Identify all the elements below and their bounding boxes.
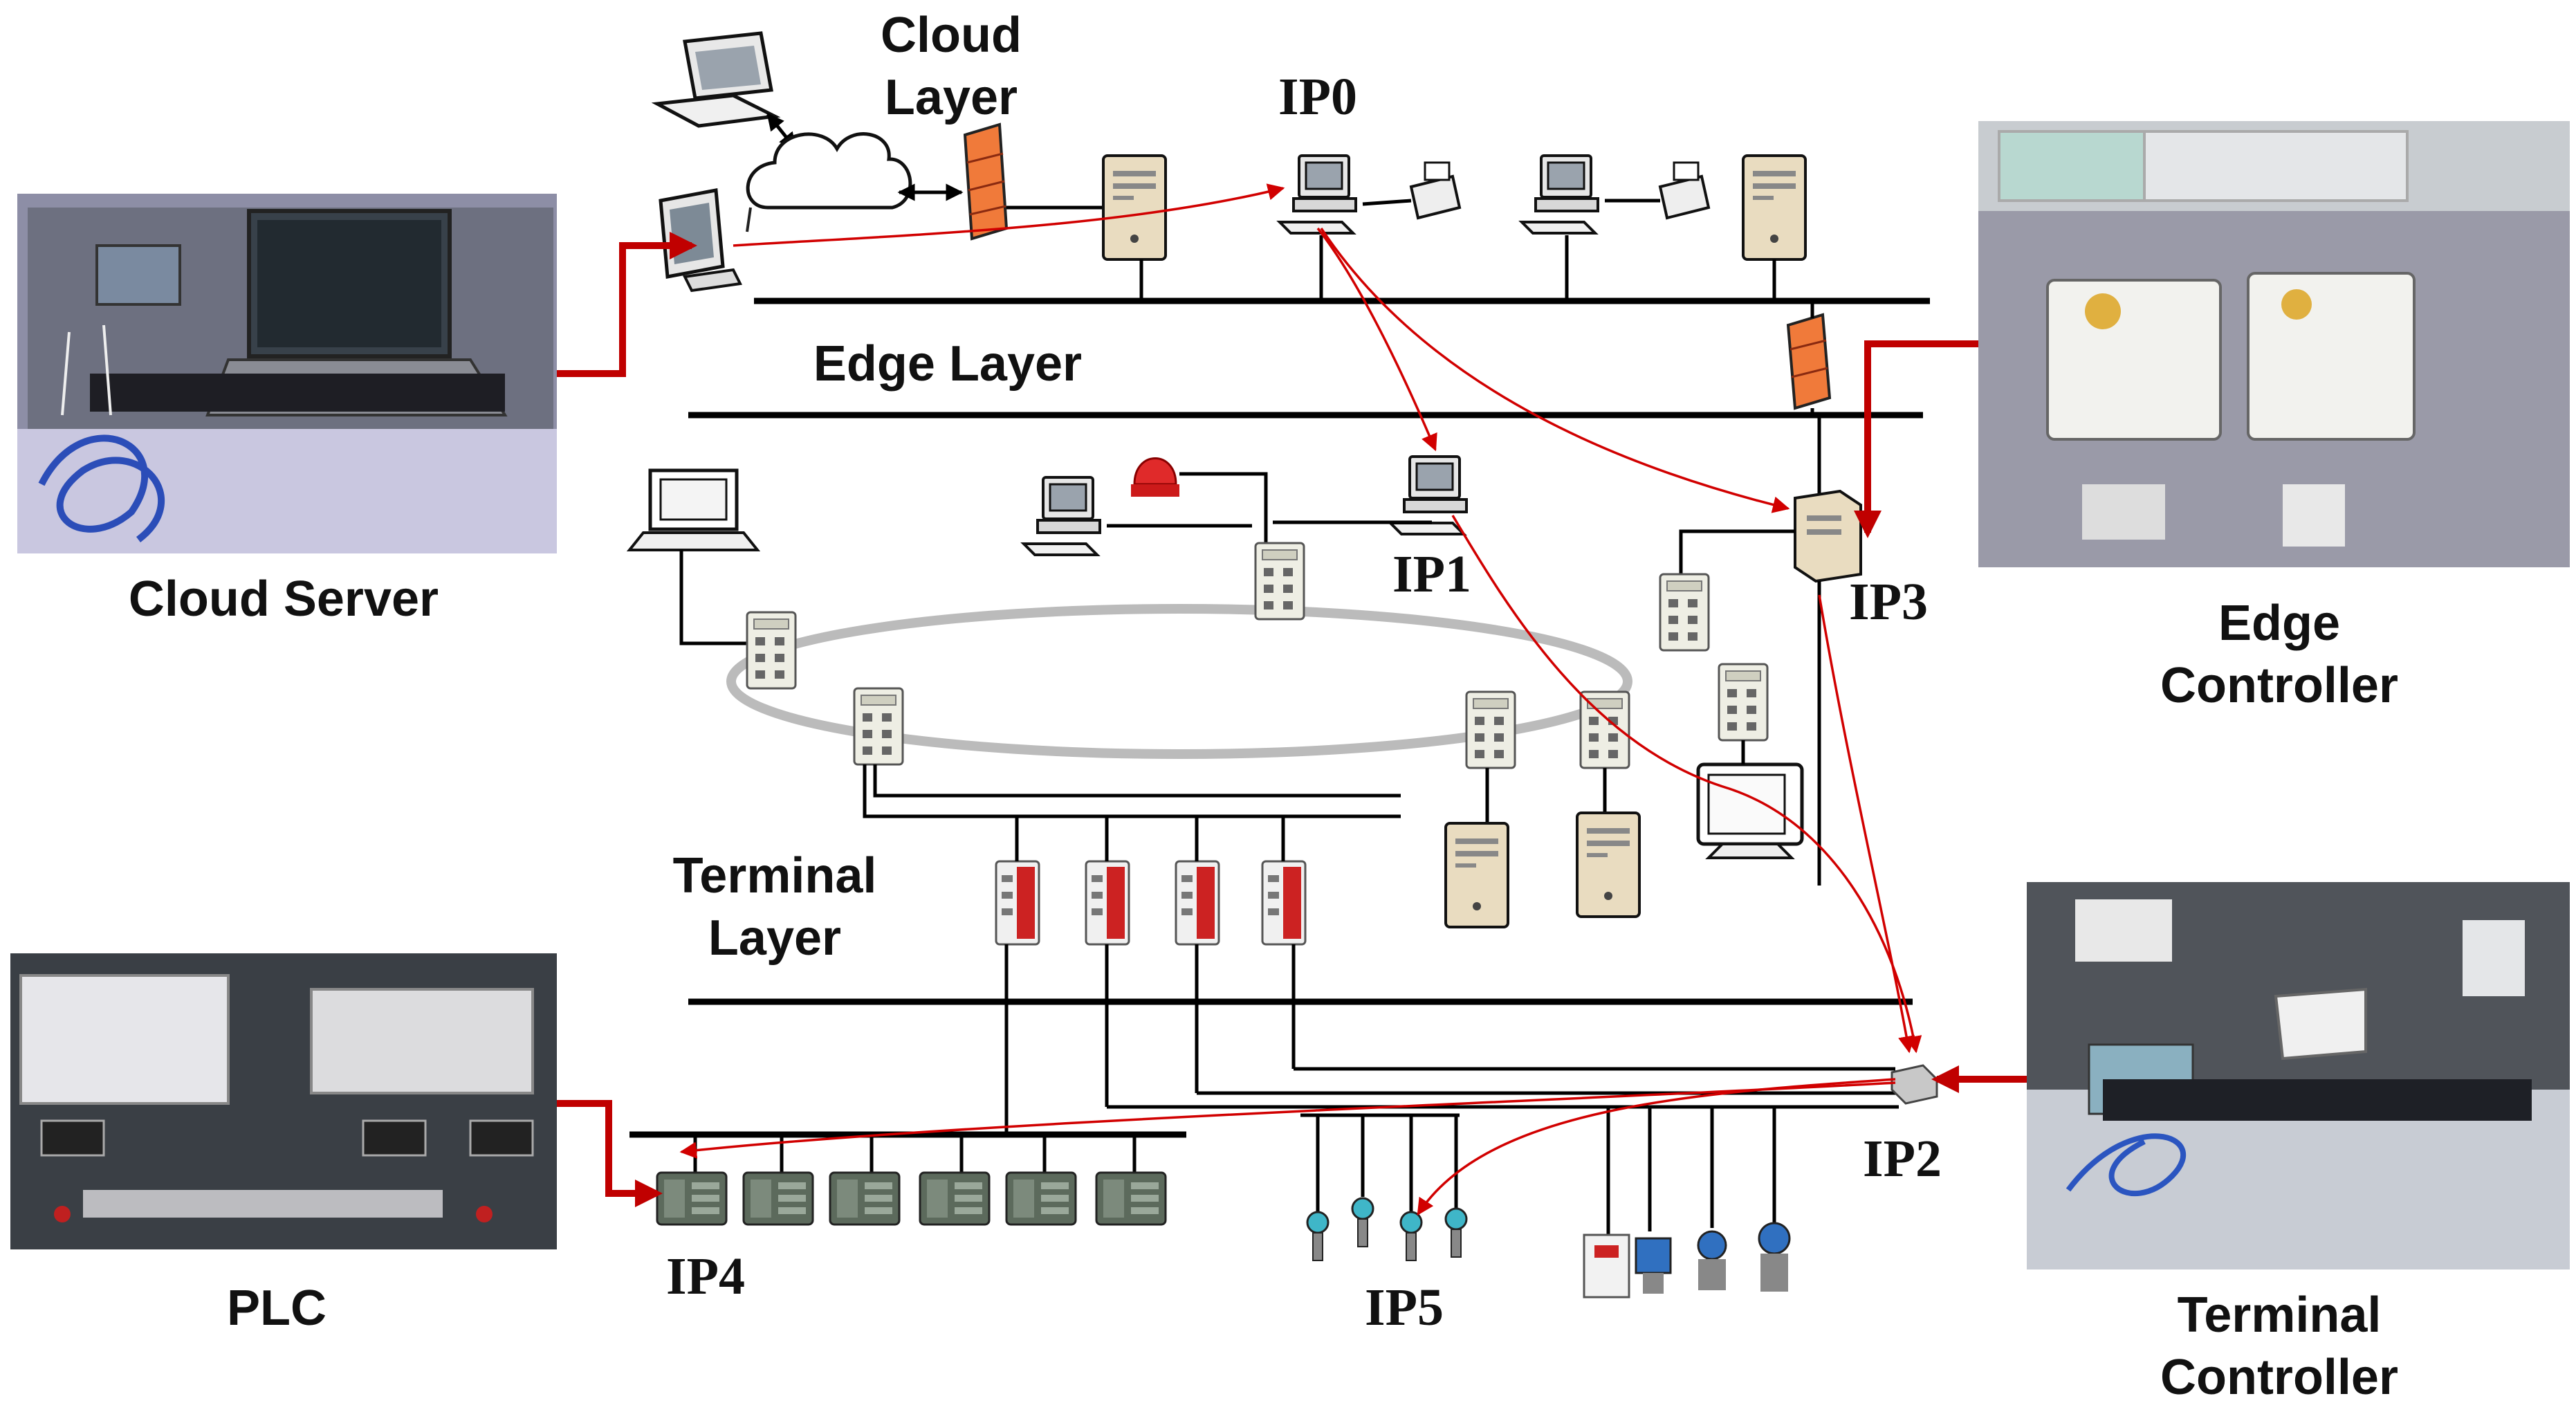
terminal-layer-label-line1: Terminal	[673, 848, 877, 904]
ip4-label: IP4	[666, 1247, 745, 1305]
cloud-server-label: Cloud Server	[129, 571, 439, 627]
valve-icon-2	[1697, 1230, 1727, 1290]
cloud-layer-label-line2: Layer	[885, 70, 1018, 125]
sensor-icon-3	[1399, 1211, 1423, 1262]
cloud-server-link-arrow	[557, 232, 697, 377]
plc-label: PLC	[227, 1281, 326, 1336]
terminal-controller-label-line1: Terminal	[2178, 1287, 2382, 1343]
edge-controller-label-line1: Edge	[2218, 596, 2340, 651]
valve-icon-3	[1758, 1222, 1791, 1292]
inverter-icon	[1583, 1234, 1630, 1299]
ring-switch-5	[1465, 690, 1516, 769]
ip2-switch-icon	[1890, 1064, 1938, 1105]
cloud-icon	[746, 132, 912, 210]
terminal-server-1	[1444, 822, 1509, 928]
sensor-icon-4	[1444, 1207, 1468, 1258]
terminal-layer-label-line2: Layer	[708, 910, 841, 966]
ip3-label: IP3	[1849, 573, 1928, 631]
ring-switch-2	[853, 687, 904, 766]
ip2-label: IP2	[1863, 1130, 1942, 1188]
edge-controller-link-arrow	[1854, 340, 1978, 538]
printer-icon-2	[1658, 161, 1711, 220]
plc-module-6	[1095, 1171, 1167, 1226]
workstation-icon	[626, 468, 761, 551]
edge-controller-photo	[1978, 121, 2570, 567]
crt-monitor-icon	[1696, 762, 1804, 859]
terminal-module-4	[1261, 860, 1307, 946]
plc-link-arrow	[557, 1100, 663, 1207]
sensor-icon-1	[1306, 1211, 1330, 1262]
ring-pc-icon	[1022, 476, 1101, 556]
edge-server-tower-icon	[1742, 154, 1807, 261]
plc-photo	[10, 953, 557, 1249]
ip3-server-icon	[1794, 489, 1862, 583]
terminal-module-3	[1175, 860, 1220, 946]
printer-icon	[1409, 161, 1462, 220]
laptop-icon	[651, 31, 781, 128]
cloud-server-photo	[17, 194, 557, 553]
terminal-server-2	[1576, 812, 1641, 918]
cloud-server-tower-icon	[1102, 154, 1167, 261]
ip1-label: IP1	[1392, 545, 1471, 603]
ip0-pc-icon	[1278, 154, 1357, 235]
ring-switch-3	[1254, 542, 1305, 621]
edge-layer-label: Edge Layer	[813, 336, 1082, 392]
cloud-firewall-icon	[963, 122, 1009, 241]
ring-switch-7	[1718, 663, 1769, 742]
ring-switch-1	[746, 611, 797, 690]
ring-switch-4	[1659, 573, 1710, 652]
ip5-label: IP5	[1365, 1278, 1444, 1337]
ip0-label: IP0	[1278, 68, 1357, 126]
plc-module-4	[919, 1171, 991, 1226]
plc-module-3	[829, 1171, 901, 1226]
monitor-icon	[659, 188, 743, 293]
terminal-controller-photo	[2027, 882, 2570, 1269]
edge-pc-icon	[1520, 154, 1599, 235]
plc-module-5	[1005, 1171, 1077, 1226]
attack-flow-paths	[679, 183, 1922, 1216]
edge-controller-label-line2: Controller	[2160, 658, 2398, 713]
plc-module-1	[656, 1171, 728, 1226]
terminal-module-1	[995, 860, 1040, 946]
edge-firewall-icon	[1786, 313, 1832, 410]
ring-network	[726, 604, 1632, 759]
sensor-icon-2	[1351, 1197, 1374, 1248]
terminal-controller-label-line2: Controller	[2160, 1350, 2398, 1405]
valve-icon-1	[1635, 1237, 1672, 1294]
terminal-module-2	[1085, 860, 1130, 946]
plc-module-2	[742, 1171, 814, 1226]
alarm-light-icon	[1131, 457, 1179, 497]
cloud-layer-label-line1: Cloud	[881, 8, 1022, 63]
